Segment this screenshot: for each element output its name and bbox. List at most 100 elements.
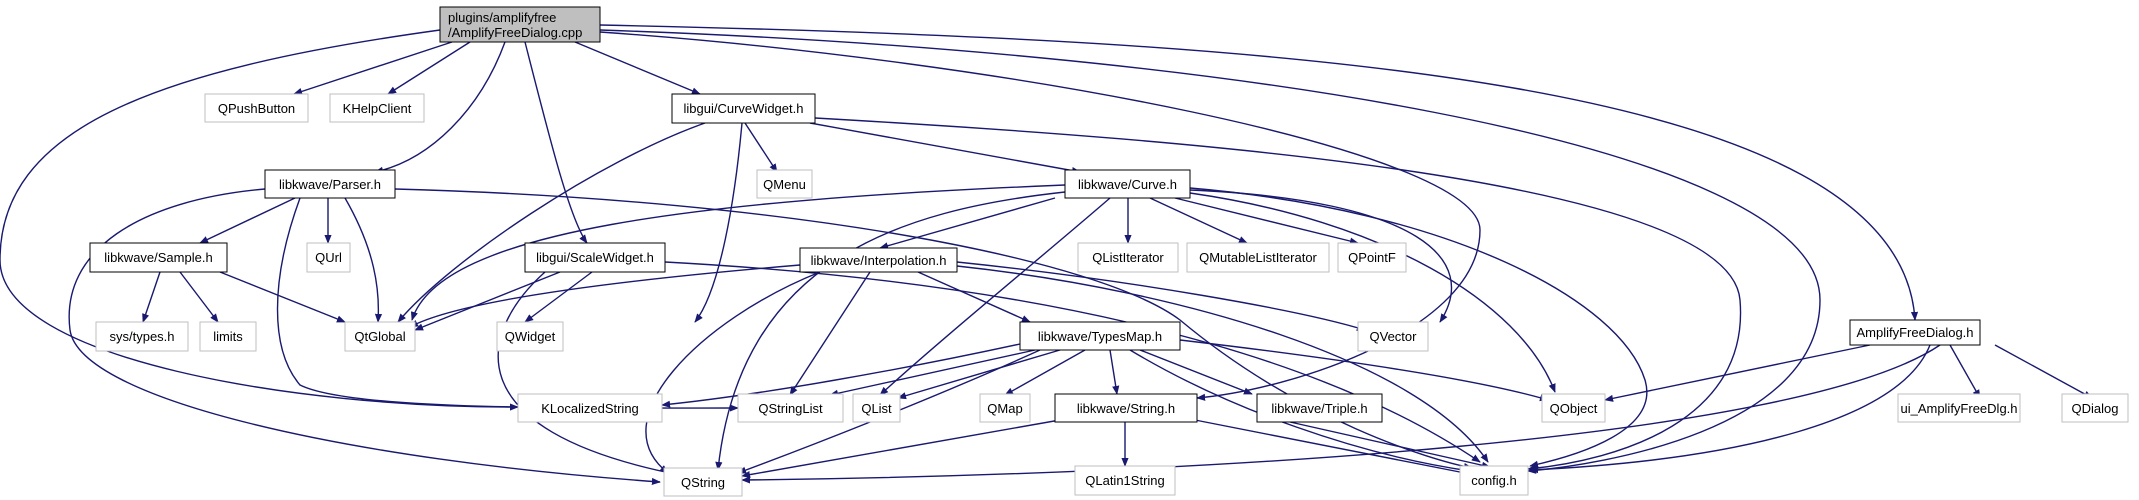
edge-root-parser bbox=[374, 41, 506, 174]
node-qtglobal-label: QtGlobal bbox=[354, 329, 405, 344]
node-qmap[interactable]: QMap bbox=[979, 393, 1031, 423]
edge-scalewidget-qwidget bbox=[524, 271, 593, 323]
edge-sample-qtglobal bbox=[219, 271, 346, 323]
node-typesmap[interactable]: libkwave/TypesMap.h bbox=[1019, 321, 1181, 351]
node-qwidget[interactable]: QWidget bbox=[496, 321, 564, 352]
node-qtglobal[interactable]: QtGlobal bbox=[344, 321, 416, 352]
node-root-label-line1: plugins/amplifyfree bbox=[448, 10, 556, 25]
node-khelpclient-label: KHelpClient bbox=[343, 101, 412, 116]
node-qwidget-label: QWidget bbox=[505, 329, 556, 344]
edge-amplifyfreedialog-config bbox=[1529, 344, 1931, 474]
edge-sample-limits bbox=[179, 271, 219, 323]
edge-interpolation-config bbox=[956, 265, 1489, 463]
edge-curvewidget-qmenu bbox=[744, 122, 778, 173]
node-klocalizedstring-label: KLocalizedString bbox=[541, 401, 639, 416]
edge-typesmap-string bbox=[1109, 349, 1120, 395]
node-qstring[interactable]: QString bbox=[663, 467, 743, 497]
node-interpolation-label: libkwave/Interpolation.h bbox=[811, 253, 947, 268]
node-interpolation[interactable]: libkwave/Interpolation.h bbox=[799, 247, 958, 273]
edge-amplifyfreedialog-qstring bbox=[741, 344, 1941, 484]
node-limits-label: limits bbox=[213, 329, 243, 344]
dependency-nodes: plugins/amplifyfree /AmplifyFreeDialog.c… bbox=[89, 6, 2129, 497]
node-ui-amplifyfreedlg[interactable]: ui_AmplifyFreeDlg.h bbox=[1897, 393, 2021, 423]
node-qlist[interactable]: QList bbox=[852, 393, 901, 423]
node-triple[interactable]: libkwave/Triple.h bbox=[1256, 393, 1383, 423]
node-curvewidget[interactable]: libgui/CurveWidget.h bbox=[671, 93, 816, 124]
node-qobject-label: QObject bbox=[1550, 401, 1598, 416]
node-config-label: config.h bbox=[1471, 473, 1517, 488]
edge-typesmap-klocalizedstring bbox=[661, 343, 1021, 408]
edge-curve-qvector bbox=[1189, 189, 1453, 323]
node-typesmap-label: libkwave/TypesMap.h bbox=[1038, 329, 1162, 344]
node-qlistiterator-label: QListIterator bbox=[1092, 250, 1164, 265]
edge-parser-qtglobal bbox=[344, 197, 383, 323]
edge-curve-qobject bbox=[1189, 192, 1556, 393]
edge-curvewidget-config bbox=[814, 117, 1742, 472]
node-amplifyfreedialog-h[interactable]: AmplifyFreeDialog.h bbox=[1849, 319, 1981, 346]
edge-curve-qmutablelistiterator bbox=[1149, 197, 1248, 244]
node-config[interactable]: config.h bbox=[1459, 465, 1529, 496]
edge-curve-qpointf bbox=[1174, 197, 1359, 245]
node-qdialog-label: QDialog bbox=[2072, 401, 2119, 416]
node-qurl-label: QUrl bbox=[315, 250, 342, 265]
node-qpushbutton-label: QPushButton bbox=[218, 101, 295, 116]
edge-typesmap-triple bbox=[1139, 349, 1253, 395]
edge-root-khelpclient bbox=[387, 41, 471, 95]
node-qpointf[interactable]: QPointF bbox=[1337, 242, 1407, 273]
edge-scalewidget-qtglobal bbox=[414, 271, 561, 331]
node-qmutablelistiterator-label: QMutableListIterator bbox=[1199, 250, 1317, 265]
edge-curvewidget-curve bbox=[809, 122, 1081, 175]
node-qmap-label: QMap bbox=[987, 401, 1022, 416]
node-qmutablelistiterator[interactable]: QMutableListIterator bbox=[1186, 242, 1330, 273]
node-scalewidget[interactable]: libgui/ScaleWidget.h bbox=[524, 242, 666, 273]
node-root[interactable]: plugins/amplifyfree /AmplifyFreeDialog.c… bbox=[439, 6, 601, 43]
edge-parser-qstring bbox=[68, 188, 661, 486]
node-scalewidget-label: libgui/ScaleWidget.h bbox=[536, 250, 654, 265]
node-qurl[interactable]: QUrl bbox=[306, 242, 351, 273]
edge-amplifyfreedialog-qobject bbox=[1604, 344, 1871, 402]
edge-amplifyfreedialog-ui bbox=[1949, 344, 1981, 399]
node-systypes[interactable]: sys/types.h bbox=[95, 321, 189, 352]
node-qvector[interactable]: QVector bbox=[1357, 321, 1429, 352]
node-qobject[interactable]: QObject bbox=[1541, 393, 1606, 423]
node-khelpclient[interactable]: KHelpClient bbox=[329, 93, 425, 123]
edge-parser-config bbox=[394, 188, 1473, 471]
node-qvector-label: QVector bbox=[1370, 329, 1418, 344]
node-limits[interactable]: limits bbox=[199, 321, 257, 352]
edge-interpolation-qtglobal bbox=[409, 264, 801, 328]
node-qmenu-label: QMenu bbox=[763, 177, 806, 192]
node-qpointf-label: QPointF bbox=[1348, 250, 1396, 265]
node-qstring-label: QString bbox=[681, 475, 725, 490]
node-qlatin1string-label: QLatin1String bbox=[1085, 473, 1165, 488]
edge-scalewidget-config bbox=[664, 261, 1481, 463]
edge-typesmap-qlist bbox=[897, 349, 1061, 400]
node-parser[interactable]: libkwave/Parser.h bbox=[264, 169, 396, 199]
edge-parser-sample bbox=[199, 197, 296, 244]
node-qlatin1string[interactable]: QLatin1String bbox=[1074, 465, 1176, 496]
edge-root-scalewidget bbox=[524, 41, 588, 244]
node-qdialog[interactable]: QDialog bbox=[2061, 393, 2129, 423]
node-qmenu[interactable]: QMenu bbox=[756, 169, 813, 199]
node-qstringlist-label: QStringList bbox=[758, 401, 823, 416]
edge-curve-qtglobal bbox=[410, 184, 1066, 321]
edge-triple-config bbox=[1289, 421, 1491, 469]
edge-typesmap-qobject bbox=[1179, 339, 1549, 402]
node-qpushbutton[interactable]: QPushButton bbox=[204, 93, 309, 123]
edge-typesmap-qmap bbox=[1004, 349, 1086, 396]
node-systypes-label: sys/types.h bbox=[109, 329, 174, 344]
node-qstringlist[interactable]: QStringList bbox=[737, 393, 844, 423]
edge-curvewidget-qtglobal bbox=[397, 122, 706, 323]
node-klocalizedstring[interactable]: KLocalizedString bbox=[517, 393, 663, 423]
node-sample[interactable]: libkwave/Sample.h bbox=[89, 242, 228, 273]
edge-typesmap-config bbox=[1129, 349, 1471, 474]
node-triple-label: libkwave/Triple.h bbox=[1271, 401, 1367, 416]
node-parser-label: libkwave/Parser.h bbox=[279, 177, 381, 192]
node-curve-label: libkwave/Curve.h bbox=[1078, 177, 1177, 192]
node-ui-amplifyfreedlg-label: ui_AmplifyFreeDlg.h bbox=[1900, 401, 2017, 416]
node-string-h[interactable]: libkwave/String.h bbox=[1054, 393, 1198, 423]
node-curve[interactable]: libkwave/Curve.h bbox=[1064, 169, 1191, 199]
edge-curve-qlist bbox=[879, 197, 1111, 396]
edge-scalewidget-qstring bbox=[497, 271, 681, 477]
node-qlistiterator[interactable]: QListIterator bbox=[1077, 242, 1179, 273]
